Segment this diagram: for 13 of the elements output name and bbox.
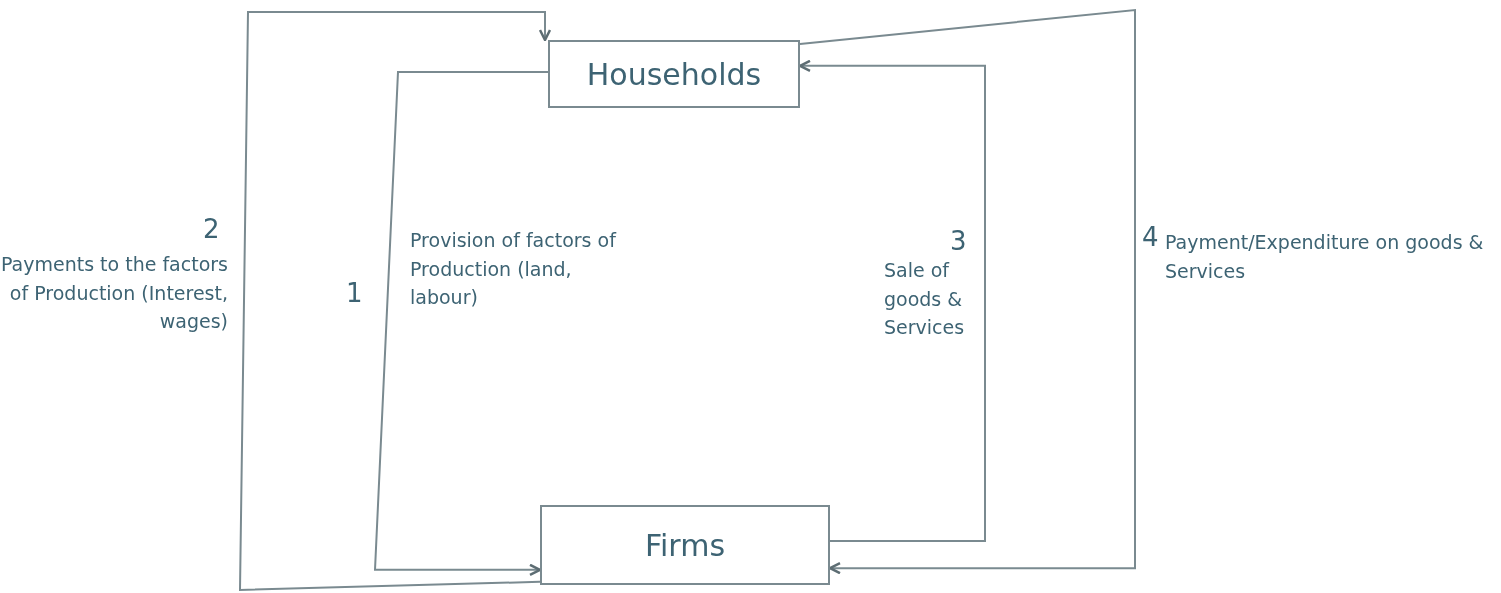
edge-label: Sale of goods & Services bbox=[884, 258, 966, 340]
flow-number: 2 bbox=[203, 214, 220, 244]
households-box: Households bbox=[548, 40, 800, 108]
flow-arrow bbox=[799, 8, 1136, 575]
edge-label: Provision of factors of Production (land, labour) bbox=[410, 228, 618, 310]
edge-label: Payment/Expenditure on goods & Services bbox=[1165, 230, 1485, 284]
edge-label: Payments to the factors of Production (Interest, wages) bbox=[0, 252, 228, 334]
firms-box: Firms bbox=[540, 505, 830, 585]
flow-number: 3 bbox=[950, 226, 967, 256]
flow-number: 1 bbox=[346, 278, 363, 308]
flow-arrow bbox=[373, 70, 549, 577]
flow-number: 4 bbox=[1142, 222, 1159, 252]
flow-arrow bbox=[239, 11, 552, 592]
